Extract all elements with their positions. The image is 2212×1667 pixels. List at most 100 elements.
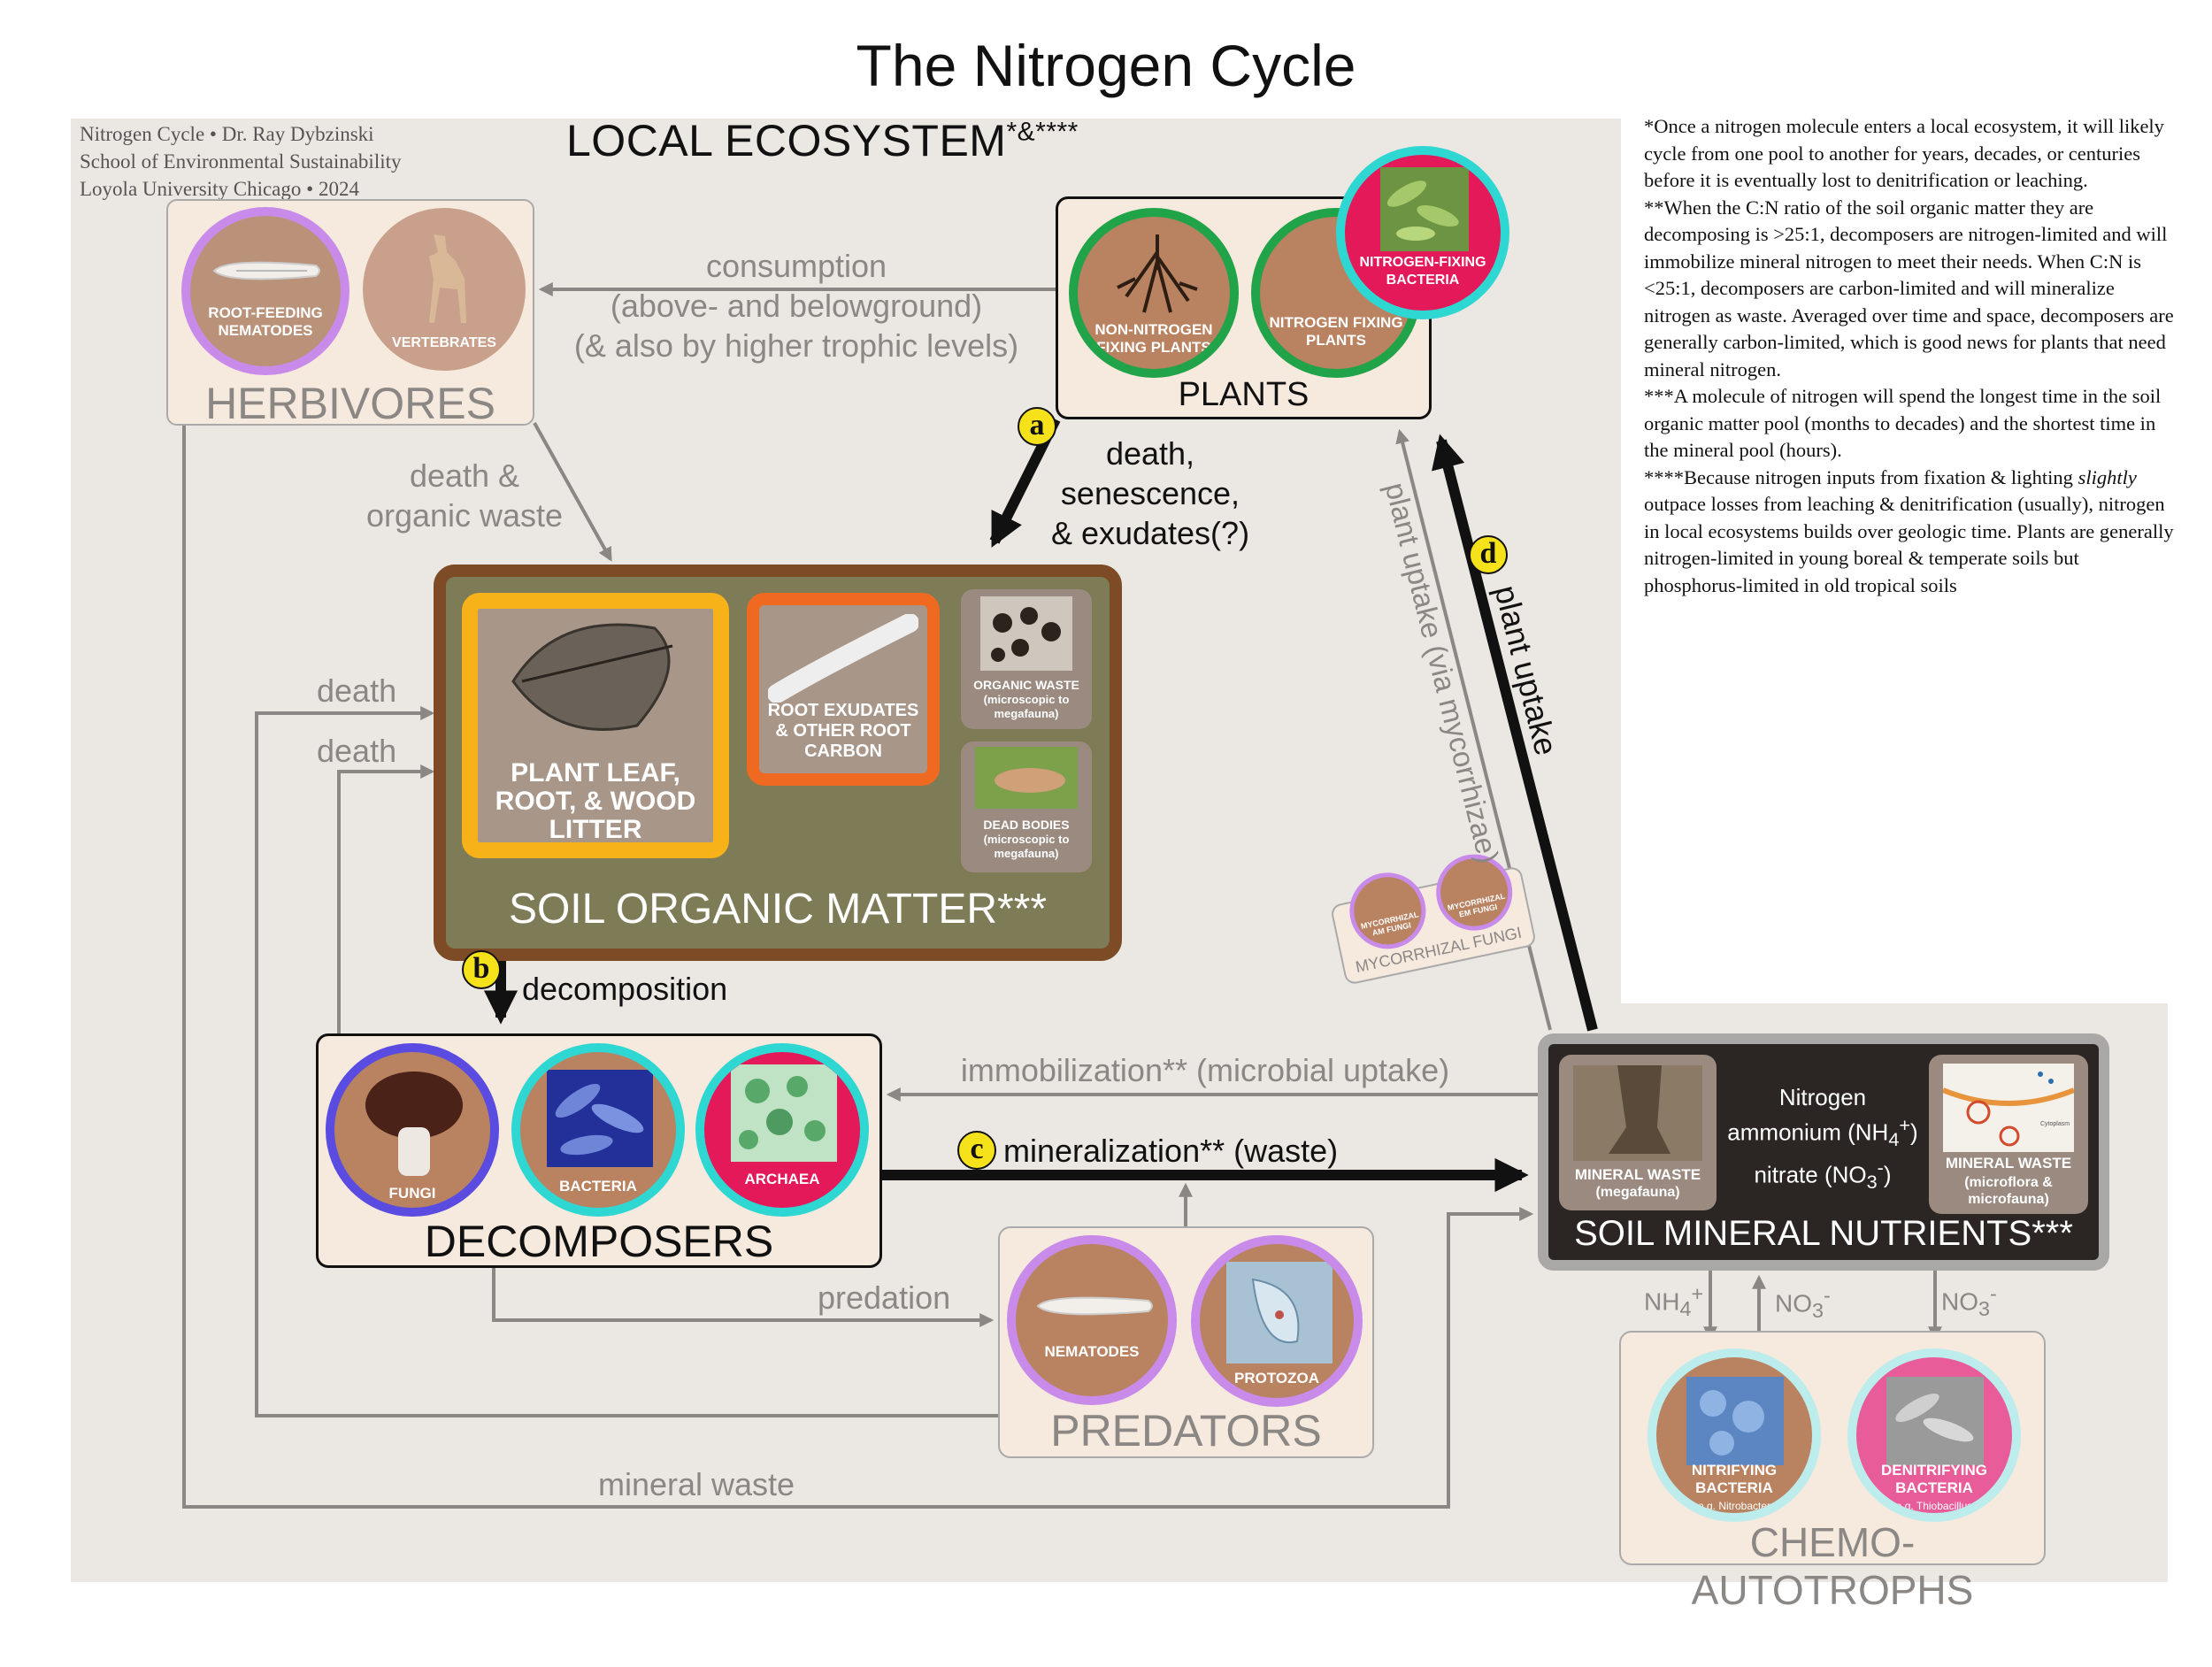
no3-subscript: 3 <box>1812 1298 1824 1322</box>
denitrifying-bacteria-circle: DENITRIFYING BACTERIA e.g. Thiobacillus <box>1847 1348 2021 1522</box>
death-label: death <box>317 672 397 709</box>
nitrifying-example: e.g. Nitrobacter <box>1697 1500 1771 1512</box>
root-icon <box>768 614 918 703</box>
local-ecosystem-marks: *&**** <box>1006 117 1079 147</box>
no3-label: NO3- <box>1941 1274 1997 1329</box>
nitrogen-word: Nitrogen <box>1778 1084 1867 1110</box>
nh4-superscript: + <box>1691 1282 1704 1305</box>
nematode-icon <box>212 261 320 280</box>
nitrate-word: nitrate (NO <box>1754 1161 1867 1188</box>
footnote-italic: slightly <box>2078 465 2137 488</box>
non-fixing-plants-circle: NON-NITROGEN FIXING PLANTS <box>1069 208 1239 378</box>
plant-uptake-arrow <box>1432 434 1598 1032</box>
urine-icon <box>1573 1065 1702 1161</box>
am-fungi-label: MYCORRHIZAL AM FUNGI <box>1360 910 1420 938</box>
mineralization-label: mineralization** (waste) <box>1003 1133 1339 1169</box>
em-fungi-label: MYCORRHIZAL EM FUNGI <box>1446 891 1507 919</box>
decomposers-box: FUNGI BACTERIA ARCHAEA DECOMPOSERS <box>316 1033 882 1268</box>
root-feeding-nematodes-circle: ROOT-FEEDING NEMATODES <box>181 207 349 375</box>
mineral-waste-label: mineral waste <box>598 1466 795 1502</box>
ammonium-superscript: + <box>1899 1114 1911 1136</box>
nitrate-end: ) <box>1883 1161 1892 1188</box>
root-exudates-card: ROOT EXUDATES & OTHER ROOT CARBON <box>747 593 940 786</box>
nh4-text: NH <box>1644 1287 1680 1316</box>
footnote: **When the C:N ratio of the soil organic… <box>1644 196 2174 380</box>
fungi-label: FUNGI <box>388 1185 436 1202</box>
litterfall-line: death, <box>1105 435 1195 472</box>
deer-icon <box>429 234 466 323</box>
credit-line: Loyola University Chicago • 2024 <box>80 178 359 200</box>
denitrifying-example: e.g. Thiobacillus <box>1895 1500 1973 1512</box>
vertebrates-circle: VERTEBRATES <box>363 208 526 371</box>
root-feeding-nematodes-label: ROOT-FEEDING NEMATODES <box>208 304 323 339</box>
local-ecosystem-label: LOCAL ECOSYSTEM <box>566 116 1007 165</box>
bacteria-icon <box>1380 167 1469 251</box>
fixing-plants-label: NITROGEN FIXING PLANTS <box>1269 314 1403 349</box>
protozoa-label: PROTOZOA <box>1233 1370 1320 1387</box>
nitrate-subscript: 3 <box>1866 1170 1878 1193</box>
litterfall-label: death, senescence, & exudates(?) <box>1035 434 1265 553</box>
nitrifying-bacteria-icon <box>1686 1377 1784 1465</box>
herbivores-label: HERBIVORES <box>205 379 495 428</box>
consumption-line: consumption <box>705 248 887 284</box>
som-label: SOIL ORGANIC MATTER*** <box>508 886 1048 933</box>
denitrifying-bacteria-icon <box>1886 1377 1984 1465</box>
litter-card: PLANT LEAF, ROOT, & WOOD LITTER <box>462 593 729 858</box>
mushroom-icon <box>365 1072 463 1176</box>
local-ecosystem-heading: LOCAL ECOSYSTEM*&**** <box>566 115 1079 166</box>
nematode-icon <box>1036 1296 1153 1316</box>
no3-superscript: - <box>1989 1282 1997 1305</box>
nematodes-label: NEMATODES <box>1044 1343 1140 1360</box>
mineral-waste-arrow <box>182 426 1534 1509</box>
mineral-nutrients-label: SOIL MINERAL NUTRIENTS*** <box>1574 1214 2073 1253</box>
litterfall-line: & exudates(?) <box>1050 515 1250 551</box>
nitrate-superscript: - <box>1877 1156 1884 1179</box>
footnotes: *Once a nitrogen molecule enters a local… <box>1644 113 2175 599</box>
decomposition-label: decomposition <box>522 971 728 1007</box>
non-fixing-plants-label: NON-NITROGEN FIXING PLANTS <box>1094 321 1213 356</box>
mineral-waste-micro-sub: (microflora & microfauna) <box>1964 1175 2053 1207</box>
predation-label: predation <box>818 1279 951 1316</box>
predation-arrow <box>492 1268 995 1327</box>
chemo-autotrophs-box: NITRIFYING BACTERIA e.g. Nitrobacter DEN… <box>1619 1331 2046 1613</box>
archaea-icon <box>731 1064 837 1162</box>
mineral-waste-mega-sub: (megafauna) <box>1595 1185 1680 1200</box>
nh4-subscript: 4 <box>1679 1296 1692 1320</box>
credit-block: Nitrogen Cycle • Dr. Ray Dybzinski Schoo… <box>80 120 402 203</box>
page-title: The Nitrogen Cycle <box>856 33 1356 98</box>
litterfall-line: senescence, <box>1060 475 1240 511</box>
chemo-autotrophs-label: CHEMO-AUTOTROPHS <box>1691 1519 1974 1613</box>
organic-waste-card: ORGANIC WASTE (microscopic to megafauna) <box>961 589 1092 729</box>
protozoa-circle: PROTOZOA <box>1191 1235 1363 1407</box>
soil-organic-matter-box: PLANT LEAF, ROOT, & WOOD LITTER ROOT EXU… <box>434 565 1122 961</box>
no3-label: NO3- <box>1775 1276 1831 1331</box>
cytoplasm-label: Cytoplasm <box>2040 1121 2070 1127</box>
soil-mineral-nutrients-box: MINERAL WASTE (megafauna) Nitrogen ammon… <box>1538 1033 2109 1271</box>
plants-label: PLANTS <box>1178 376 1310 413</box>
ammonium-word: ammonium (NH <box>1727 1118 1889 1146</box>
ammonium-end: ) <box>1910 1118 1918 1146</box>
death-waste-label: death & organic waste <box>354 456 575 535</box>
mineral-waste-mega-card: MINERAL WASTE (megafauna) <box>1559 1055 1717 1210</box>
nitrogen-fixing-bacteria-circle: NITROGEN-FIXING BACTERIA <box>1336 146 1509 319</box>
immobilization-label: immobilization** (microbial uptake) <box>960 1052 1450 1088</box>
consumption-label: consumption (above- and belowground) (& … <box>549 246 1044 365</box>
leaf-icon <box>511 623 673 731</box>
death-waste-line: death & <box>409 457 520 494</box>
organic-waste-sub: (microscopic to megafauna) <box>983 693 1070 720</box>
footnote: ****Because nitrogen inputs from fixatio… <box>1644 465 2175 600</box>
roots-icon <box>1117 234 1198 313</box>
protozoa-icon <box>1226 1262 1333 1364</box>
nitrifying-bacteria-circle: NITRIFYING BACTERIA e.g. Nitrobacter <box>1647 1348 1821 1522</box>
vertebrates-label: VERTEBRATES <box>392 335 496 350</box>
mineral-waste-mega-title: MINERAL WASTE <box>1574 1166 1701 1183</box>
predators-label: PREDATORS <box>1050 1406 1322 1456</box>
death-waste-line: organic waste <box>365 497 564 534</box>
nitrate-text: nitrate (NO3-) <box>1725 1154 1920 1196</box>
droppings-icon <box>980 596 1072 671</box>
fungi-circle: FUNGI <box>326 1043 499 1217</box>
death-label: death <box>317 733 397 769</box>
mineral-waste-micro-title: MINERAL WASTE <box>1945 1155 2072 1172</box>
nitrogen-fixing-bacteria-label: NITROGEN-FIXING BACTERIA <box>1359 255 1486 288</box>
herbivores-box: ROOT-FEEDING NEMATODES VERTEBRATES HERBI… <box>166 199 534 428</box>
